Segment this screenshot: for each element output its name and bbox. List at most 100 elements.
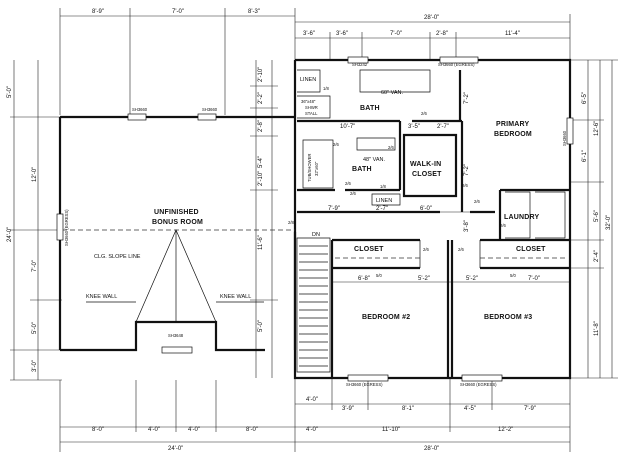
shower-label-3: STALL [305,111,318,116]
stair-dn-label: DN [312,232,320,238]
clg-slope-label: CLG. SLOPE LINE [94,254,141,260]
dim-left: 7'-0" [32,260,38,272]
dim-interior: 5'-4" [258,156,264,168]
dim-right: 6'-5" [582,92,588,104]
bonus-room-label: BONUS ROOM [152,219,203,226]
dim-left: 3'-0" [32,360,38,372]
dim-top-right: 3'-6" [336,31,348,37]
bedroom-3-label: BEDROOM #3 [484,314,532,321]
walkin-label-2: CLOSET [412,171,442,178]
knee-wall-left-label: KNEE WALL [86,294,117,300]
dim-interior: 3'-5" [408,124,420,130]
window-primary-side: SH3660 [562,130,567,146]
knee-wall-right-label: KNEE WALL [220,294,251,300]
dimension-lines [10,8,618,452]
window-bed2-bottom: SH3660 (EGRESS) [346,382,383,387]
dim-interior: 5'-2" [418,276,430,282]
dim-left: 5'-0" [32,322,38,334]
slope-lines [62,229,568,323]
dim-top-right: 11'-4" [505,31,520,37]
door-label: 2/6 [421,111,427,116]
laundry-label: LAUNDRY [504,214,539,221]
dim-interior: 5'-0" [258,320,264,332]
door-label: 2/6 [345,181,351,186]
window-bonus-2: SH3660 [202,107,218,112]
door-label: 2/6 [388,145,394,150]
door-label: 2/6 [350,191,356,196]
van-60-label: 60" VAN. [381,90,403,96]
bath-upper-label: BATH [360,105,380,112]
dim-bottom-left: 8'-0" [92,427,104,433]
dim-bottom-right: 3'-9" [342,406,354,412]
dim-interior: 2'-10" [258,67,264,82]
dim-bottom-right: 4'-5" [464,406,476,412]
dim-top-left: 8'-9" [92,9,104,15]
tubshower-label-2: 32"x60" [314,161,319,176]
dim-bottom-right-total: 28'-0" [424,446,439,452]
closet-left-label: CLOSET [354,246,384,253]
closet-right-label: CLOSET [516,246,546,253]
dim-interior: 7'-9" [328,206,340,212]
door-label: 2/6 [462,183,468,188]
dim-bottom-left: 4'-0" [148,427,160,433]
window-bonus-bottom: SH3648 [168,333,184,338]
dim-top-left: 7'-0" [172,9,184,15]
dim-interior: 6'-8" [358,276,370,282]
door-label: 2/6 [458,247,464,252]
dim-top-right-total: 28'-0" [424,15,439,21]
dim-bottom-left: 4'-0" [188,427,200,433]
dim-bottom-right: 4'-0" [306,397,318,403]
dim-right: 5'-6" [594,210,600,222]
dim-bottom-right-2: 12'-2" [498,427,513,433]
dim-right: 11'-8" [594,321,600,336]
dim-top-right: 3'-6" [303,31,315,37]
dim-right: 12'-6" [594,121,600,136]
dim-interior: 2'-8" [258,120,264,132]
tubshower-label-1: TUB/SHOWER [307,154,312,182]
primary-label-1: PRIMARY [496,121,530,128]
door-label: 1/8 [380,184,386,189]
primary-label-2: BEDROOM [494,131,532,138]
linen-mid-label: LINEN [376,198,392,204]
dim-top-right: 7'-0" [390,31,402,37]
door-label: 2/6 [474,199,480,204]
dim-interior: 6'-0" [420,206,432,212]
dim-interior: 7'-2" [464,164,470,176]
windows-graphics [56,56,574,382]
dim-bottom-right-2: 4'-0" [306,427,318,433]
dim-interior: 3'-8" [464,220,470,232]
bath-lower-label: BATH [352,166,372,173]
unfinished-label: UNFINISHED [154,209,199,216]
window-bath-top: SH3242 [352,62,368,67]
door-label: 5/0 [376,273,382,278]
door-label: 5/0 [510,273,516,278]
door-label: 2/6 [423,247,429,252]
dim-top-left: 8'-3" [248,9,260,15]
dim-interior: 2'-2" [258,92,264,104]
dim-bottom-left-total: 24'-0" [168,446,183,452]
door-label: 1/8 [323,86,329,91]
van-48-label: 48" VAN. [363,157,385,163]
shower-label-2: SHWR [305,105,318,110]
dim-bottom-right: 8'-1" [402,406,414,412]
dim-interior: 7'-0" [528,276,540,282]
dim-bottom-right: 7'-9" [524,406,536,412]
dim-interior: 11'-6" [258,235,264,250]
dim-interior: 2'-10" [258,171,264,186]
walkin-label-1: WALK-IN [410,161,441,168]
shower-label-1: 36"x48" [301,99,316,104]
dim-left: 5'-0" [7,86,13,98]
window-primary-top: SH3660 (EGRESS) [438,62,475,67]
dim-left: 12'-0" [32,167,38,182]
door-label: 2/6 [333,142,339,147]
window-bed3-bottom: SH3660 (EGRESS) [460,382,497,387]
dim-right: 2'-4" [594,250,600,262]
bedroom-2-label: BEDROOM #2 [362,314,410,321]
dim-interior: 10'-7" [340,124,355,130]
stair-treads [299,245,328,367]
dim-interior: 5'-2" [466,276,478,282]
window-bonus-1: SH3660 [132,107,148,112]
dim-bottom-right-2: 11'-10" [382,427,400,433]
dim-bottom-left: 8'-0" [246,427,258,433]
